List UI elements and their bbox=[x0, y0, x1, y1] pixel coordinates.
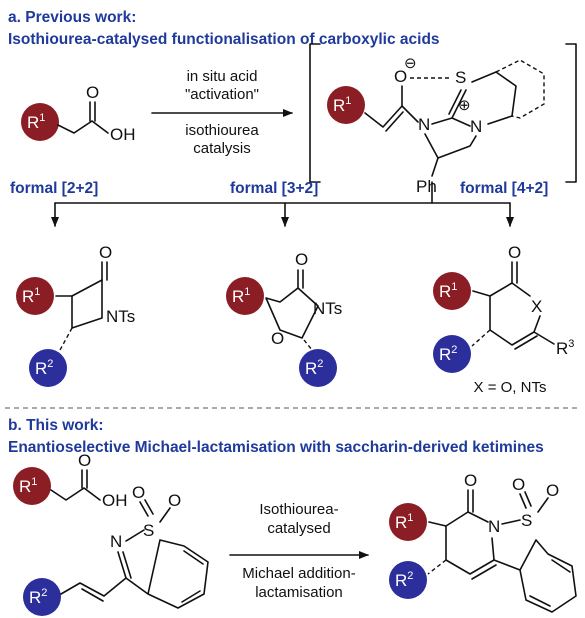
svg-text:R2: R2 bbox=[35, 358, 53, 378]
nts-label: NTs bbox=[106, 307, 135, 326]
svg-text:R2: R2 bbox=[439, 344, 457, 364]
svg-text:R2: R2 bbox=[395, 570, 413, 590]
svg-text:N: N bbox=[110, 532, 122, 551]
r1-substituent bbox=[226, 277, 264, 315]
ring-nitrogen-2: N bbox=[470, 117, 482, 136]
r1-substituent bbox=[21, 103, 59, 141]
section-b-subtitle: Enantioselective Michael-lactamisation w… bbox=[8, 439, 544, 456]
section-b-title: b. This work: bbox=[8, 417, 104, 434]
svg-text:O: O bbox=[508, 243, 521, 262]
x-definition: X = O, NTs bbox=[474, 379, 547, 396]
r1-label: R1 bbox=[27, 112, 45, 132]
r2-substituent bbox=[299, 349, 337, 387]
arrow-b-label-bottom1: Michael addition- bbox=[242, 565, 355, 582]
oxazolidinone-product: R1 R2 O NTs O bbox=[226, 250, 342, 387]
formal-3-2-label: formal [3+2] bbox=[230, 180, 318, 197]
arrow-a-label-top2: "activation" bbox=[185, 86, 259, 103]
arrow-a-label-bottom1: isothiourea bbox=[185, 122, 259, 139]
svg-text:O: O bbox=[295, 250, 308, 269]
left-bracket bbox=[309, 43, 321, 183]
r1-substituent bbox=[16, 277, 54, 315]
svg-text:O: O bbox=[78, 451, 91, 470]
carboxylic-acid-a: R1 O OH bbox=[21, 83, 136, 144]
svg-text:R1: R1 bbox=[333, 95, 351, 115]
section-a-title: a. Previous work: bbox=[8, 9, 136, 26]
svg-text:R1: R1 bbox=[439, 281, 457, 301]
formal-4-2-label: formal [4+2] bbox=[460, 180, 548, 197]
svg-text:O: O bbox=[464, 471, 477, 490]
svg-text:O: O bbox=[512, 475, 525, 494]
negative-charge: ⊖ bbox=[404, 55, 417, 72]
ring-nitrogen-1: N bbox=[418, 115, 430, 134]
svg-text:O: O bbox=[132, 483, 145, 502]
svg-text:R3: R3 bbox=[556, 338, 574, 358]
svg-text:R1: R1 bbox=[395, 512, 413, 532]
r1-substituent bbox=[389, 503, 427, 541]
dihydro-heterocycle-product: R1 R2 O X R3 X = O, NTs bbox=[433, 243, 574, 396]
section-a-subtitle: Isothiourea-catalysed functionalisation … bbox=[8, 31, 440, 48]
svg-text:R2: R2 bbox=[305, 358, 323, 378]
x-label: X bbox=[531, 297, 542, 316]
r1-substituent bbox=[13, 467, 51, 505]
r1-substituent bbox=[327, 86, 365, 124]
svg-text:NTs: NTs bbox=[313, 299, 342, 318]
svg-text:O: O bbox=[546, 481, 559, 500]
svg-text:R1: R1 bbox=[22, 286, 40, 306]
branching-arrows: formal [2+2] formal [3+2] formal [4+2] bbox=[10, 180, 548, 227]
lactamisation-arrow: Isothiourea- catalysed Michael addition-… bbox=[229, 501, 369, 601]
activation-arrow: in situ acid "activation" isothiourea ca… bbox=[151, 68, 293, 157]
phenyl-label: Ph bbox=[416, 177, 437, 196]
arrow-b-label-top1: Isothiourea- bbox=[259, 501, 338, 518]
r1-substituent bbox=[433, 272, 471, 310]
saccharin-ketimine: R2 N S O O bbox=[23, 483, 209, 616]
positive-charge: ⊕ bbox=[458, 97, 471, 114]
svg-text:R2: R2 bbox=[29, 587, 47, 607]
arrow-b-label-bottom2: lactamisation bbox=[255, 584, 343, 601]
sulfur-atom: S bbox=[455, 68, 466, 87]
arrow-b-label-top2: catalysed bbox=[267, 520, 330, 537]
lactam-product: R1 R2 O N S O O bbox=[389, 471, 577, 613]
svg-text:O: O bbox=[271, 329, 284, 348]
svg-text:S: S bbox=[521, 511, 532, 530]
r2-substituent bbox=[23, 578, 61, 616]
r2-substituent bbox=[389, 561, 427, 599]
right-bracket bbox=[565, 43, 577, 183]
arrow-a-label-top1: in situ acid bbox=[187, 68, 258, 85]
arrow-a-label-bottom2: catalysis bbox=[193, 140, 251, 157]
hydroxyl-label: OH bbox=[110, 125, 136, 144]
carbonyl-oxygen: O bbox=[86, 83, 99, 102]
r2-substituent bbox=[29, 349, 67, 387]
svg-text:R1: R1 bbox=[19, 476, 37, 496]
r2-substituent bbox=[433, 335, 471, 373]
svg-text:OH: OH bbox=[102, 491, 128, 510]
svg-text:N: N bbox=[488, 517, 500, 536]
enolate-oxygen: O bbox=[394, 67, 407, 86]
enolate-intermediate: R1 O ⊖ N S N ⊕ Ph bbox=[309, 43, 577, 196]
carboxylic-acid-b: R1 O OH bbox=[13, 451, 128, 510]
svg-text:R1: R1 bbox=[232, 286, 250, 306]
formal-2-2-label: formal [2+2] bbox=[10, 180, 98, 197]
beta-lactam-product: R1 R2 O NTs bbox=[16, 243, 135, 387]
svg-text:O: O bbox=[168, 491, 181, 510]
svg-text:O: O bbox=[99, 243, 112, 262]
svg-text:S: S bbox=[143, 521, 154, 540]
